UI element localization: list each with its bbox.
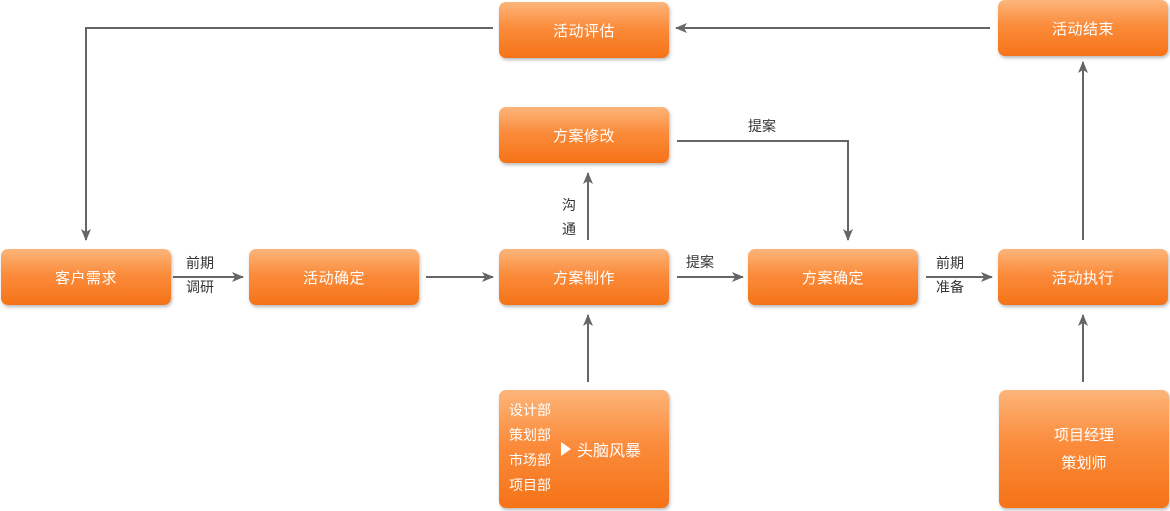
label-line: 前期 — [936, 256, 964, 272]
play-triangle-icon — [561, 442, 571, 456]
node-departments[interactable]: 设计部 策划部 市场部 项目部 头脑风暴 — [499, 390, 669, 508]
node-label: 活动执行 — [1051, 268, 1114, 287]
node-label: 活动确定 — [302, 268, 365, 287]
arrow-evaluate-to-needs — [81, 27, 493, 241]
node-label: 活动评估 — [552, 21, 615, 40]
label-line: 沟 — [562, 198, 576, 214]
arrow-revise-to-planconfirm — [677, 140, 853, 241]
node-activity-end[interactable]: 活动结束 — [998, 0, 1168, 56]
node-label: 方案修改 — [552, 126, 615, 145]
label-line: 准备 — [936, 280, 964, 296]
brainstorm: 头脑风暴 — [561, 437, 641, 461]
brainstorm-label: 头脑风暴 — [577, 441, 642, 460]
node-activity-evaluate[interactable]: 活动评估 — [499, 2, 669, 58]
node-label: 方案制作 — [552, 268, 615, 287]
node-plan-make[interactable]: 方案制作 — [499, 249, 669, 305]
node-plan-confirm[interactable]: 方案确定 — [748, 249, 918, 305]
label-line: 前期 — [186, 256, 214, 272]
label-line: 提案 — [748, 119, 776, 135]
node-customer-needs[interactable]: 客户需求 — [1, 249, 171, 305]
label-line: 通 — [562, 222, 576, 238]
label-propose-top: 提案 — [748, 115, 776, 139]
node-activity-execute[interactable]: 活动执行 — [998, 249, 1168, 305]
label-communicate: 沟 通 — [562, 194, 576, 242]
label-propose-main: 提案 — [686, 251, 714, 275]
node-label: 客户需求 — [54, 268, 117, 287]
node-plan-revise[interactable]: 方案修改 — [499, 107, 669, 163]
role-item: 策划师 — [1061, 454, 1107, 472]
node-activity-confirm[interactable]: 活动确定 — [249, 249, 419, 305]
department-item: 设计部 — [509, 403, 551, 419]
department-list: 设计部 策划部 市场部 项目部 — [509, 399, 551, 499]
label-early-research: 前期 调研 — [186, 252, 214, 300]
role-list: 项目经理 策划师 — [1054, 421, 1114, 477]
node-label: 活动结束 — [1051, 19, 1114, 38]
label-line: 调研 — [186, 280, 214, 296]
role-item: 项目经理 — [1053, 426, 1114, 444]
label-early-prep: 前期 准备 — [936, 252, 964, 300]
label-line: 提案 — [686, 255, 714, 271]
department-item: 市场部 — [509, 453, 551, 469]
node-roles[interactable]: 项目经理 策划师 — [999, 390, 1169, 508]
department-item: 策划部 — [509, 428, 551, 444]
department-item: 项目部 — [509, 478, 551, 494]
node-label: 方案确定 — [801, 268, 864, 287]
